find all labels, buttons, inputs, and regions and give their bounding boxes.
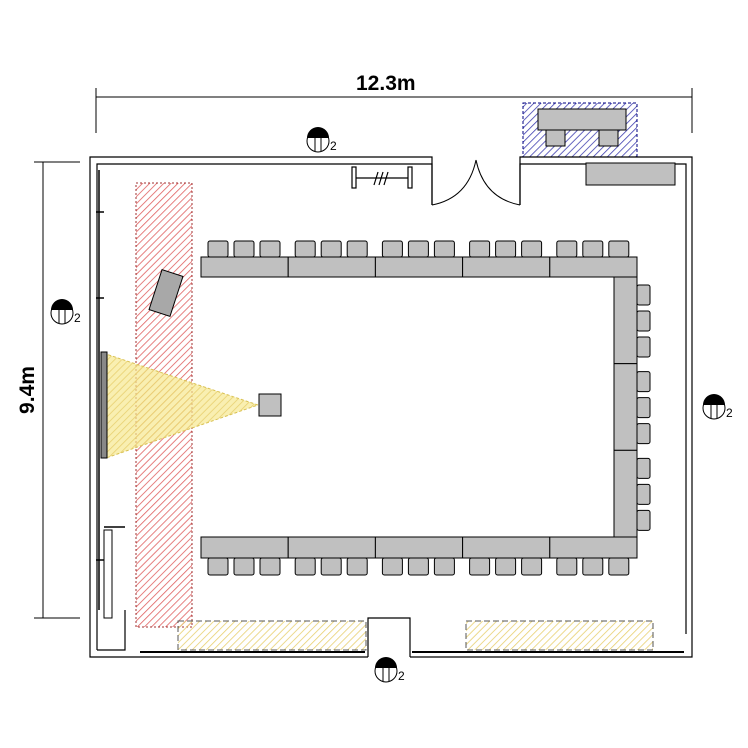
chair [207, 240, 229, 258]
chair [294, 240, 316, 258]
table-top [287, 256, 376, 278]
table-bottom [462, 536, 551, 559]
chair [636, 336, 651, 358]
left-wall-window [96, 170, 125, 619]
chair [407, 557, 429, 576]
fixture-count-label: 2 [398, 669, 405, 683]
chair [608, 240, 630, 258]
chair [346, 557, 368, 576]
chair [521, 240, 543, 258]
chair [320, 240, 342, 258]
chair [636, 371, 651, 393]
chair [233, 557, 255, 576]
fixture-count-label: 2 [726, 406, 733, 420]
chair [233, 240, 255, 258]
table-top [374, 256, 464, 278]
chair [469, 240, 491, 258]
chair [259, 240, 281, 258]
table-right [613, 276, 638, 365]
chair [556, 240, 578, 258]
fixture-bottom-icon: 2 [374, 657, 405, 683]
chair [636, 509, 651, 531]
table-top [549, 256, 638, 278]
chair [521, 557, 543, 576]
height-dimension-label: 9.4m [15, 366, 39, 414]
width-dimension [95, 88, 693, 133]
fixture-count-label: 2 [74, 311, 81, 325]
chair [582, 557, 604, 576]
projector [258, 393, 282, 417]
chair [636, 457, 651, 479]
chair [320, 557, 342, 576]
reception-table [537, 108, 627, 147]
chair [381, 240, 403, 258]
chair [582, 240, 604, 258]
chair [495, 557, 517, 576]
chair [207, 557, 229, 576]
table-bottom [200, 536, 289, 559]
chair [469, 557, 491, 576]
fixture-right-icon: 2 [702, 394, 733, 420]
table-bottom [374, 536, 464, 559]
lectern [148, 268, 184, 318]
chair [381, 557, 403, 576]
width-dimension-label: 12.3m [356, 72, 416, 95]
table-right [613, 363, 638, 451]
u-shaped-tables [200, 240, 651, 576]
side-counter [585, 162, 676, 186]
table-right [613, 449, 638, 538]
height-dimension [34, 161, 80, 619]
entrance-door[interactable] [431, 159, 521, 206]
chair [407, 240, 429, 258]
fixture-top-icon: 2 [306, 127, 337, 153]
chair [636, 310, 651, 332]
chair [556, 557, 578, 576]
chair [636, 423, 651, 445]
chair [433, 240, 455, 258]
chair [259, 557, 281, 576]
window-zone-right [465, 620, 654, 651]
chair [636, 284, 651, 306]
chair [495, 240, 517, 258]
chair [636, 483, 651, 505]
chair [636, 397, 651, 419]
table-bottom [287, 536, 376, 559]
table-top [462, 256, 551, 278]
fixture-symbols: 2 2 2 2 [50, 127, 733, 683]
fixture-left-icon: 2 [50, 299, 81, 325]
projection-screen [100, 351, 108, 459]
fixture-count-label: 2 [330, 139, 337, 153]
table-top [200, 256, 289, 278]
window-zone-left [177, 620, 367, 651]
coat-rack [351, 166, 413, 189]
chair [346, 240, 368, 258]
table-bottom [549, 536, 638, 559]
chair [608, 557, 630, 576]
chair [433, 557, 455, 576]
chair [294, 557, 316, 576]
